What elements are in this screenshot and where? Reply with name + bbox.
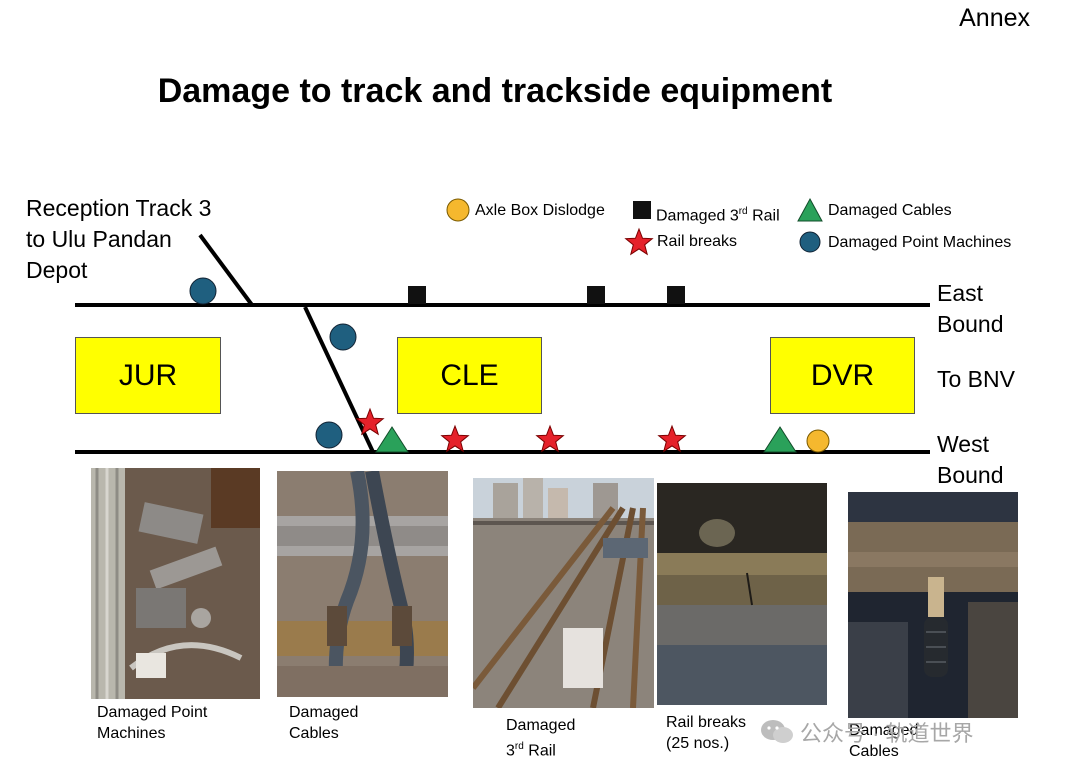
- photo-damaged-cables-1: [277, 471, 448, 697]
- caption-damaged-third-rail: Damaged 3rd Rail: [506, 717, 576, 760]
- east-bound-label: East Bound: [937, 280, 1004, 337]
- legend-point-machine-icon: [799, 231, 821, 253]
- annex-label: Annex: [959, 4, 1030, 32]
- photo-damaged-third-rail: [473, 478, 654, 708]
- legend-axle-box-label: Axle Box Dislodge: [475, 202, 605, 219]
- axle-box-marker: [806, 429, 830, 453]
- rail-break-marker: [355, 407, 385, 436]
- station-jur: JUR: [75, 337, 221, 414]
- to-bnv-label: To BNV: [937, 366, 1015, 392]
- legend-third-rail-icon: [633, 201, 651, 219]
- station-dvr: DVR: [770, 337, 915, 414]
- third-rail-marker: [667, 286, 685, 304]
- rail-break-marker: [657, 424, 687, 453]
- photo-damaged-cables-2: [848, 492, 1018, 718]
- point-machine-marker: [189, 277, 217, 305]
- station-cle: CLE: [397, 337, 542, 414]
- legend-point-machines-label: Damaged Point Machines: [828, 234, 1012, 251]
- cables-marker: [375, 426, 409, 453]
- legend-rail-breaks-label: Rail breaks: [657, 233, 738, 250]
- caption-damaged-point-machines: Damaged Point Machines: [97, 704, 208, 742]
- rail-break-marker: [535, 424, 565, 453]
- rail-break-marker: [440, 424, 470, 453]
- page-title: Damage to track and trackside equipment: [157, 72, 833, 110]
- third-rail-marker: [587, 286, 605, 304]
- legend-cables-icon: [797, 197, 823, 222]
- reception-track-label: Reception Track 3 to Ulu Pandan Depot: [26, 195, 212, 283]
- caption-damaged-cables-1: Damaged Cables: [289, 704, 359, 742]
- west-bound-label: West Bound: [937, 431, 1004, 488]
- watermark: 公众号 · 轨道世界: [760, 716, 974, 748]
- caption-rail-breaks: Rail breaks (25 nos.): [666, 714, 747, 752]
- photo-rail-breaks: [657, 483, 827, 705]
- legend-third-rail-label: Damaged 3rd Rail: [656, 206, 780, 225]
- legend-rail-break-icon: [624, 227, 654, 256]
- legend-cables-label: Damaged Cables: [828, 202, 952, 219]
- caption-damaged-cables-2: Damaged Cables: [849, 722, 919, 760]
- depot-branch-track: [198, 233, 254, 307]
- legend-axle-box-icon: [446, 198, 470, 222]
- photo-damaged-point-machines: [91, 468, 260, 699]
- point-machine-marker: [329, 323, 357, 351]
- cables-marker: [763, 426, 797, 453]
- third-rail-marker: [408, 286, 426, 304]
- crossover-track: [303, 306, 375, 453]
- wechat-icon: [761, 720, 793, 743]
- point-machine-marker: [315, 421, 343, 449]
